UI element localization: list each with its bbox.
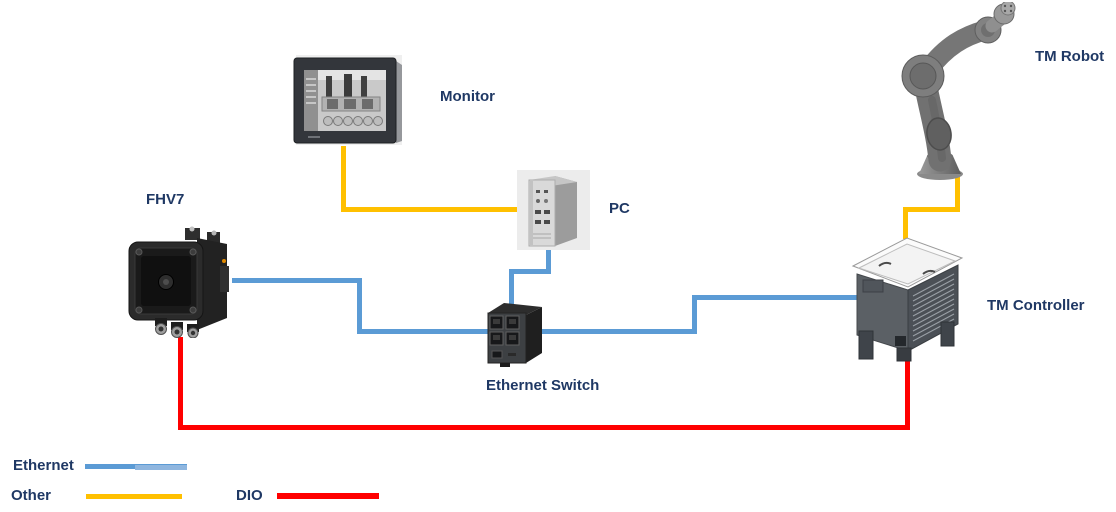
legend-ethernet-swatch-light-segment	[135, 465, 187, 470]
pc-illustration	[517, 170, 590, 250]
tm-controller-label: TM Controller	[987, 297, 1085, 314]
ethernet-line-fhv7-horizontal	[232, 278, 362, 283]
legend-dio-swatch	[277, 493, 379, 499]
tm-robot-illustration	[892, 2, 1025, 182]
other-line-controller-vertical	[903, 207, 908, 239]
legend-other-label: Other	[11, 487, 52, 504]
monitor-illustration	[292, 55, 404, 148]
fhv7-camera-illustration	[127, 226, 234, 338]
legend-dio-label: DIO	[236, 487, 263, 504]
ethernet-line-controller-horizontal	[692, 295, 860, 300]
ethernet-switch-label: Ethernet Switch	[486, 377, 600, 394]
other-line-robot-vertical	[955, 171, 960, 212]
ethernet-switch-illustration	[484, 299, 547, 369]
other-line-monitor-vertical	[341, 146, 346, 212]
legend-ethernet-swatch	[85, 464, 187, 470]
ethernet-line-pc-horizontal	[509, 269, 551, 274]
other-line-robot-controller-horizontal	[903, 207, 960, 212]
fhv7-label: FHV7	[146, 191, 185, 208]
other-line-monitor-pc-horizontal	[341, 207, 522, 212]
ethernet-line-fhv7-vertical	[357, 278, 362, 334]
legend-ethernet-label: Ethernet	[13, 457, 74, 474]
ethernet-line-step-vertical	[692, 295, 697, 334]
monitor-label: Monitor	[440, 88, 495, 105]
ethernet-line-pc-vertical	[546, 246, 551, 274]
tm-robot-label: TM Robot	[1035, 48, 1105, 65]
legend-other-swatch	[86, 494, 182, 499]
tm-controller-illustration	[851, 230, 964, 362]
ethernet-line-switch-vertical	[509, 269, 514, 306]
dio-line-controller-vertical	[905, 360, 910, 430]
dio-line-bottom-horizontal	[178, 425, 910, 430]
pc-label: PC	[609, 200, 630, 217]
dio-line-fhv7-vertical	[178, 337, 183, 430]
